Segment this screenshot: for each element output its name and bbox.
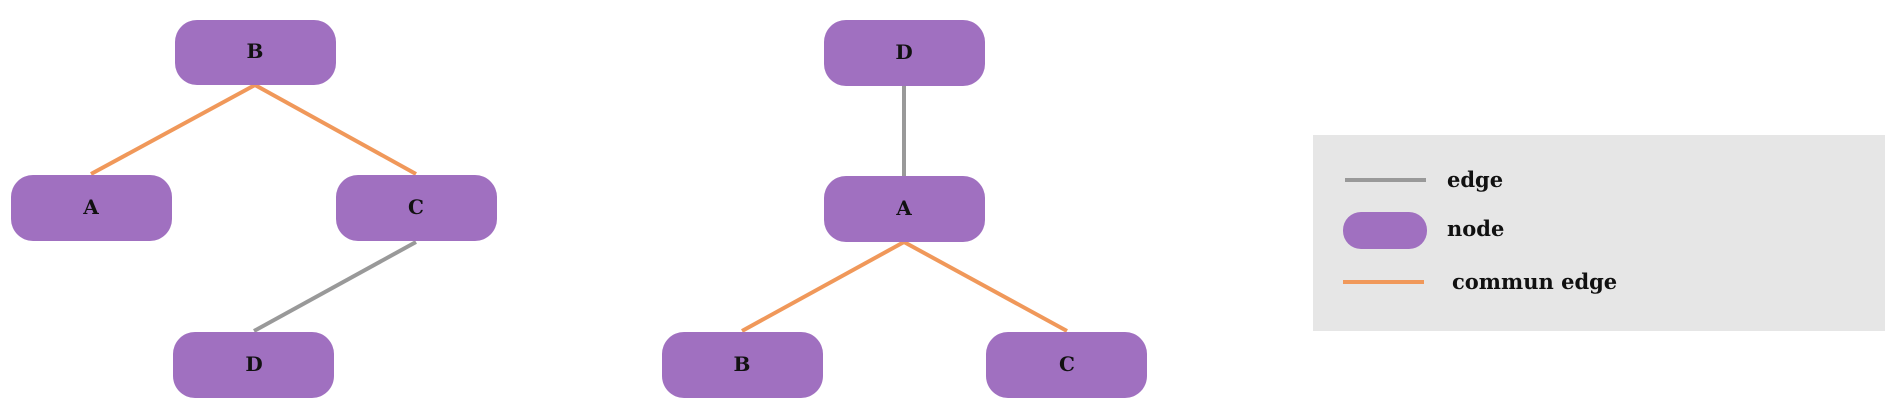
left-edge-b-a [90,83,256,176]
left-tree: B A C D [11,20,497,398]
right-node-b: B [662,332,823,398]
legend-edge-label: edge [1447,167,1503,192]
legend-common-edge-label: commun edge [1452,269,1617,294]
left-node-a: A [11,175,172,241]
svg-text:A: A [82,195,99,219]
left-edge-c-d [253,240,417,333]
legend: edge node commun edge [1313,135,1885,331]
svg-text:A: A [895,196,912,220]
svg-text:C: C [408,195,424,219]
right-tree: D A B C [662,20,1147,398]
left-node-c: C [336,175,497,241]
svg-text:C: C [1059,352,1075,376]
svg-text:B: B [247,39,264,63]
legend-node-swatch [1343,212,1427,249]
left-node-d: D [173,332,334,398]
legend-node-label: node [1447,216,1504,241]
svg-text:D: D [895,40,912,64]
right-edge-a-c [903,240,1068,333]
right-node-c: C [986,332,1147,398]
svg-text:D: D [245,352,262,376]
right-node-d: D [824,20,985,86]
right-node-a: A [824,176,985,242]
right-edge-a-b [741,240,905,333]
left-node-b: B [175,20,336,85]
svg-text:B: B [734,352,751,376]
left-edge-b-c [254,83,417,176]
